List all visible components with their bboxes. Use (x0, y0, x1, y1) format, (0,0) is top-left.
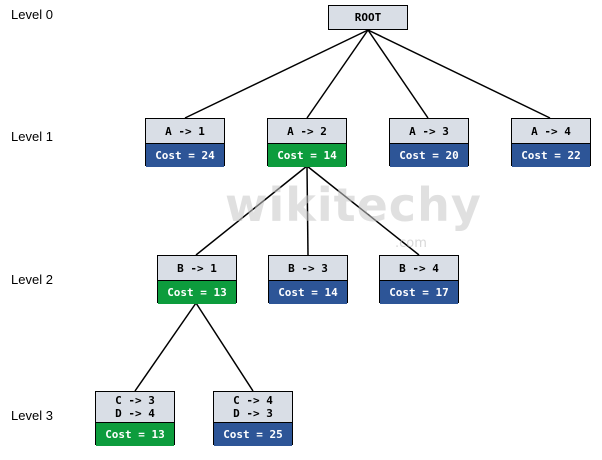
node-a3: A -> 3 Cost = 20 (389, 118, 469, 167)
edge-b1-c4 (195, 302, 254, 392)
node-c4-d3: C -> 4 D -> 3 Cost = 25 (213, 391, 293, 446)
node-a4-cost: Cost = 22 (512, 143, 590, 167)
node-b4: B -> 4 Cost = 17 (379, 255, 459, 304)
level-3-label: Level 3 (11, 408, 53, 423)
node-a4-label: A -> 4 (531, 124, 571, 138)
node-a3-cost: Cost = 20 (390, 143, 468, 167)
node-b3: B -> 3 Cost = 14 (268, 255, 348, 304)
node-b1: B -> 1 Cost = 13 (157, 255, 237, 304)
node-b3-cost: Cost = 14 (269, 280, 347, 304)
level-1-label: Level 1 (11, 129, 53, 144)
node-c4-d3-line1: C -> 4 (233, 394, 273, 407)
node-a4: A -> 4 Cost = 22 (511, 118, 591, 167)
node-c3-d4-label: C -> 3 D -> 4 (96, 392, 174, 422)
edge-root-a3 (367, 29, 429, 119)
node-c3-d4-cost: Cost = 13 (96, 422, 174, 446)
edge-a2-b4 (306, 165, 420, 256)
root-node: ROOT (328, 5, 408, 30)
edge-root-a1 (184, 29, 369, 119)
node-b4-label: B -> 4 (399, 261, 439, 275)
node-b3-label: B -> 3 (288, 261, 328, 275)
watermark-logo: wikitechy (225, 178, 482, 232)
edge-a2-b3 (306, 165, 309, 256)
node-a3-label: A -> 3 (409, 124, 449, 138)
node-a1-label: A -> 1 (165, 124, 205, 138)
edge-root-a4 (367, 29, 551, 119)
node-b4-cost: Cost = 17 (380, 280, 458, 304)
node-c3-d4: C -> 3 D -> 4 Cost = 13 (95, 391, 175, 446)
node-c4-d3-line2: D -> 3 (233, 407, 273, 420)
node-b1-label: B -> 1 (177, 261, 217, 275)
node-b1-cost: Cost = 13 (158, 280, 236, 304)
edge-b1-c3 (134, 302, 197, 392)
node-a1-cost: Cost = 24 (146, 143, 224, 167)
edge-a2-b1 (195, 165, 308, 256)
node-c3-d4-line2: D -> 4 (115, 407, 155, 420)
node-c4-d3-cost: Cost = 25 (214, 422, 292, 446)
node-a2-cost: Cost = 14 (268, 143, 346, 167)
node-a2: A -> 2 Cost = 14 (267, 118, 347, 167)
node-a1: A -> 1 Cost = 24 (145, 118, 225, 167)
node-c4-d3-label: C -> 4 D -> 3 (214, 392, 292, 422)
node-a2-label: A -> 2 (287, 124, 327, 138)
level-0-label: Level 0 (11, 7, 53, 22)
node-c3-d4-line1: C -> 3 (115, 394, 155, 407)
watermark-domain: .com (395, 236, 427, 251)
edge-root-a2 (306, 29, 369, 119)
level-2-label: Level 2 (11, 272, 53, 287)
